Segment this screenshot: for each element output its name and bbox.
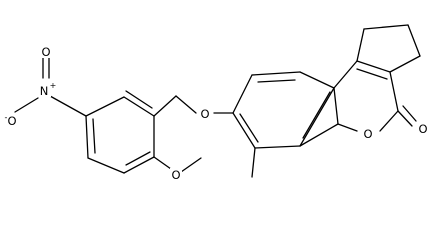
atom-o-nitro: O <box>41 45 50 59</box>
atom-n-plus: N <box>40 84 49 98</box>
atom-n-plus-charge: + <box>50 81 57 90</box>
atom-o-carbonyl: O <box>418 122 427 136</box>
atom-o-methoxy: O <box>171 168 180 182</box>
bond-lines <box>14 24 421 178</box>
atom-labels: O N + - O O O O O <box>5 45 429 182</box>
atom-o-ring: O <box>363 127 372 141</box>
atom-o-minus-charge: - <box>5 113 8 122</box>
atom-o-minus: O <box>7 114 16 128</box>
molecule-structure-diagram: O N + - O O O O O <box>5 24 429 182</box>
atom-o-ether: O <box>200 107 209 121</box>
